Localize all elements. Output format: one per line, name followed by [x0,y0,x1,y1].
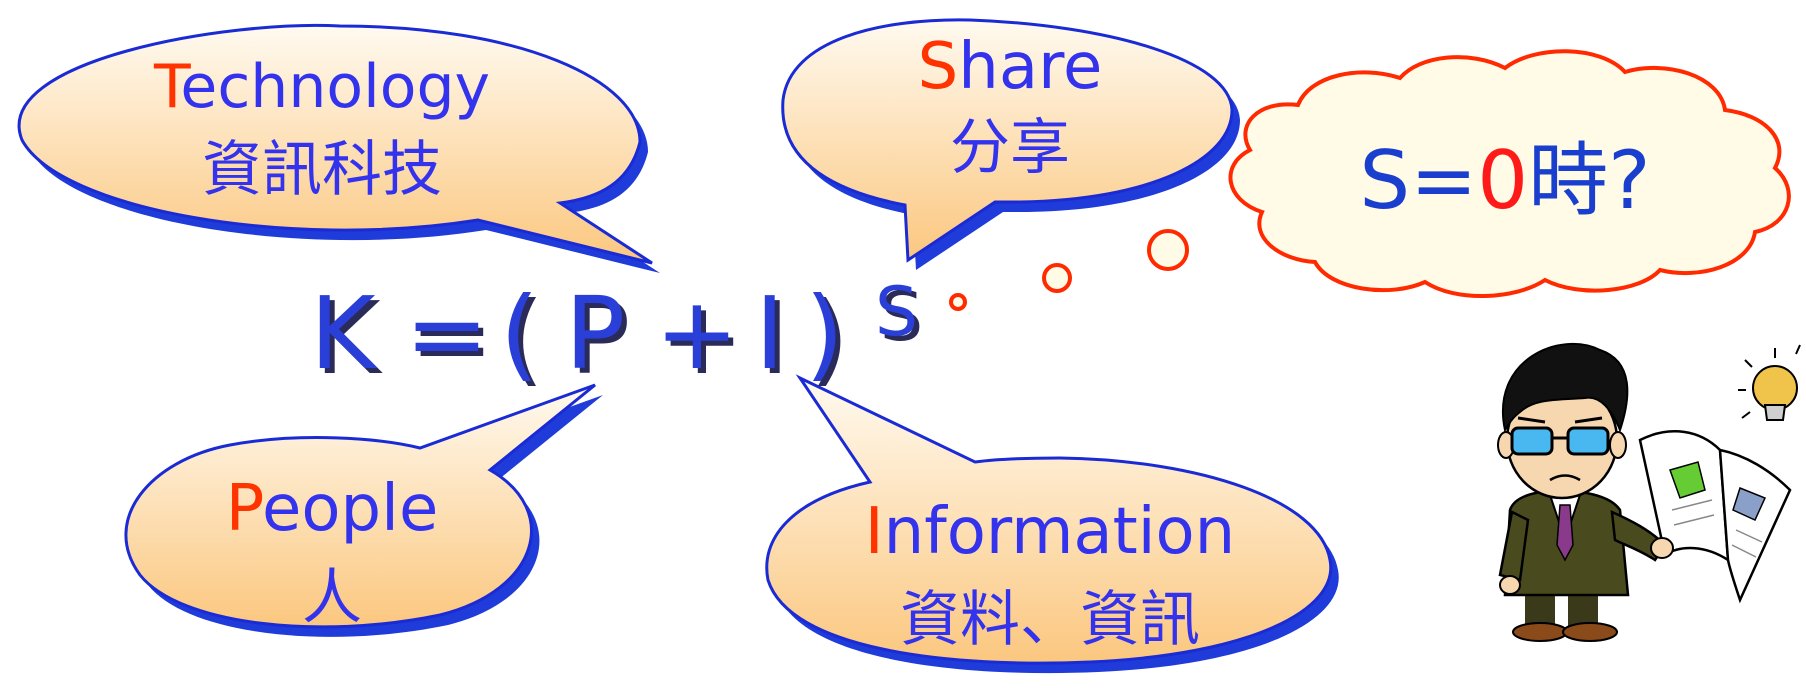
thought-circle-small [949,293,967,311]
thought-text: S=0時? [1359,134,1650,227]
formula-shadow-p: P [570,280,630,397]
man-reading-book-icon [1497,342,1792,642]
people-bubble: People 人 [124,383,603,637]
people-label: People [226,472,439,546]
formula-shadow: K = ( P + I ) S [315,278,923,397]
formula-right-paren: ) [805,275,844,392]
formula-p: P [565,275,625,392]
formula: K = ( P + I ) S K = ( P + I ) S [310,273,923,397]
formula-shadow-plus: + [660,280,744,397]
formula-shadow-i: I [760,280,790,397]
formula-shadow-exp: S [880,278,923,357]
formula-i: I [755,275,785,392]
information-bubble: Information 資料、資訊 [765,374,1339,674]
share-label: Share [918,30,1103,104]
share-label-zh: 分享 [950,113,1070,183]
formula-shadow-lparen: ( [505,280,544,397]
formula-shadow-eq: = [410,280,494,397]
information-label: Information [865,495,1235,569]
technology-label-zh: 資訊科技 [202,135,442,205]
formula-shadow-k: K [315,280,383,397]
formula-exponent-s: S [875,273,918,352]
technology-label: Technology [153,52,490,122]
thought-circles [949,229,1189,311]
technology-bubble: Technology 資訊科技 [17,23,660,273]
lightbulb-icon [1738,344,1801,421]
share-bubble: Share 分享 [781,18,1240,270]
formula-equals: = [405,275,489,392]
formula-k: K [310,275,378,392]
information-label-zh: 資料、資訊 [900,585,1200,655]
formula-plus: + [655,275,739,392]
formula-left-paren: ( [500,275,539,392]
formula-shadow-rparen: ) [810,280,849,397]
thought-circle-medium [1042,263,1072,293]
thought-cloud: S=0時? [1228,49,1791,298]
people-label-zh: 人 [302,563,362,633]
thought-circle-large [1147,229,1189,271]
